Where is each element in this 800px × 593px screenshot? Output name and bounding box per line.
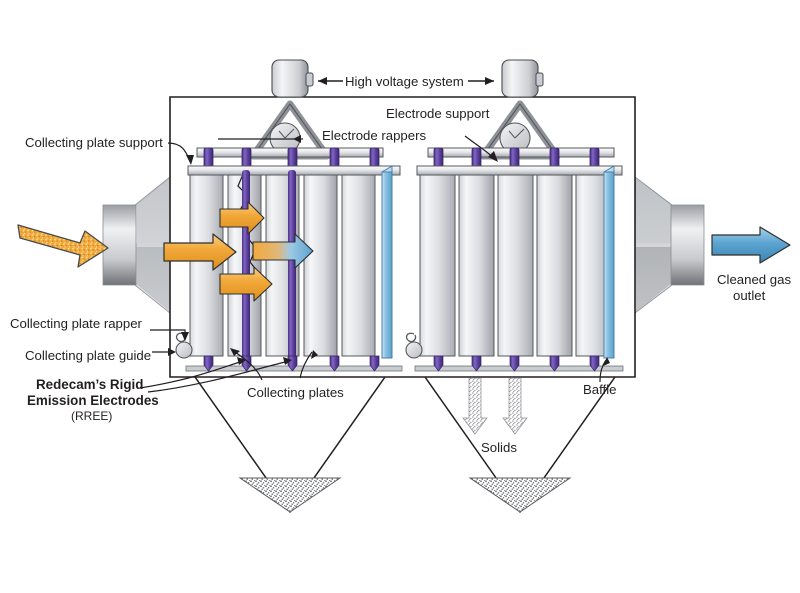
dirty-gas-inlet-arrow <box>17 224 109 268</box>
chamber-2-bottom-electrode-pins <box>433 355 600 372</box>
chamber-2-electrode-support-beam <box>427 147 615 158</box>
label-cleaned-gas-line-2: outlet <box>733 288 766 303</box>
collecting-plate <box>458 174 495 357</box>
high-voltage-transformer-left <box>271 59 314 98</box>
high-voltage-transformer-right <box>501 59 544 98</box>
gas-flow-arrow-lower <box>219 266 273 302</box>
clean-gas-flow-arrow <box>252 233 314 269</box>
collecting-plate <box>303 174 338 357</box>
label-solids: Solids <box>481 440 517 455</box>
gas-flow-arrow-upper <box>219 201 265 235</box>
label-electrode-rappers: Electrode rappers <box>322 128 427 143</box>
esp-casing <box>169 96 636 514</box>
label-rree-line-2: Emission Electrodes <box>27 393 159 408</box>
chamber-1-baffle <box>381 165 393 359</box>
chamber-1-electrode-hangers <box>203 147 380 171</box>
leader-lines <box>139 135 610 393</box>
collected-dust-right <box>468 477 572 513</box>
label-rree-line-1: Redecam’s Rigid <box>36 377 144 392</box>
chamber-2-collecting-plates <box>419 174 612 357</box>
chamber-2-baffle <box>603 165 615 359</box>
rigid-emission-electrode <box>288 170 296 360</box>
collecting-plate <box>536 174 573 357</box>
solids-falling-arrow-2 <box>502 377 528 435</box>
label-high-voltage-system: High voltage system <box>345 74 464 89</box>
rigid-emission-electrode <box>242 170 250 360</box>
chamber-2-collecting-plate-support-beam <box>416 165 623 176</box>
collecting-plate <box>419 174 456 357</box>
collected-dust-left <box>238 477 342 513</box>
collecting-plate <box>497 174 534 357</box>
solids-falling-arrow-1 <box>462 377 488 435</box>
cleaned-gas-outlet-arrow <box>711 226 791 264</box>
label-cleaned-gas-line-1: Cleaned gas <box>717 272 792 287</box>
outlet-duct <box>634 176 705 314</box>
label-collecting-plate-support: Collecting plate support <box>25 135 163 150</box>
chamber-2-bottom-rail <box>414 365 624 372</box>
gas-flow-arrow-main <box>163 233 237 271</box>
label-collecting-plate-guide: Collecting plate guide <box>25 348 152 363</box>
label-rree-line-3: (RREE) <box>71 409 113 423</box>
label-collecting-plate-rapper: Collecting plate rapper <box>10 316 142 331</box>
chamber-1-bottom-electrode-pins <box>203 355 380 372</box>
label-collecting-plates: Collecting plates <box>247 385 344 400</box>
high-voltage-leader <box>318 77 494 85</box>
label-baffle: Baffle <box>583 382 617 397</box>
label-electrode-support: Electrode support <box>386 106 490 121</box>
collecting-plate-rapper-right <box>405 332 423 359</box>
collecting-plate <box>341 174 376 357</box>
